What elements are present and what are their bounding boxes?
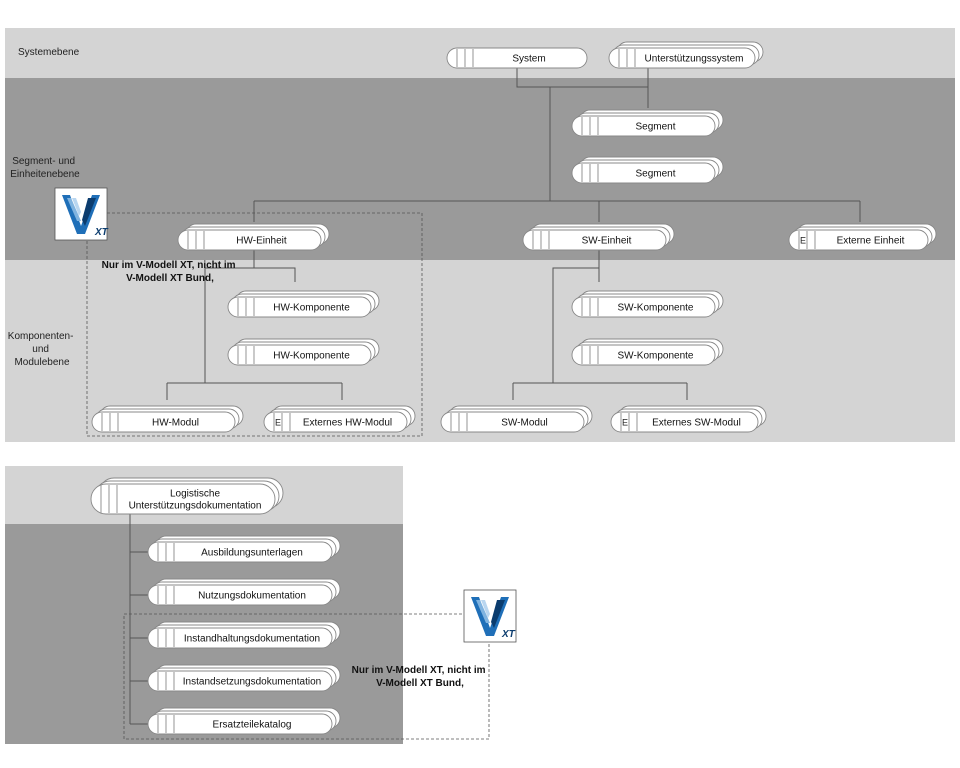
node-body [788,229,929,251]
top-diagram: Systemebene Segment- und Einheitenebene … [5,28,955,442]
xt-only-region-bottom [123,613,490,740]
level-label-segment: Segment- und Einheitenebene [10,156,80,180]
node-hw-unit[interactable]: HW-Einheit [177,223,330,251]
node-body [440,411,585,433]
node-body [522,229,667,251]
node-label: Ausbildungsunterlagen [201,548,303,559]
node-external-hw-module[interactable]: E Externes HW-Modul [263,405,416,433]
node-label: Segment [635,169,675,180]
xt-only-region-top [86,212,423,437]
xt-logo-label-bottom: XT [501,629,516,640]
node-body [91,411,236,433]
node-hw-component-1[interactable]: HW-Komponente [227,290,380,318]
node-label: Unterstützungsdokumentation [129,501,262,512]
node-label: Externes SW-Modul [652,418,741,429]
node-usage-documentation[interactable]: Nutzungsdokumentation [147,578,341,606]
node-label: Nutzungsdokumentation [198,591,306,602]
node-maintenance-documentation[interactable]: Instandhaltungsdokumentation [147,621,341,649]
external-marker: E [800,236,806,246]
node-body [90,483,276,515]
node-support-system[interactable]: Unterstützungssystem [608,41,764,69]
node-label: SW-Komponente [618,303,694,314]
xt-logo-label: XT [94,227,109,238]
node-label: Instandhaltungsdokumentation [184,634,320,645]
node-external-sw-module[interactable]: E Externes SW-Modul [610,405,767,433]
node-hw-component-2[interactable]: HW-Komponente [227,338,380,366]
node-body [571,344,716,366]
external-marker: E [622,418,628,428]
node-label: Segment [635,122,675,133]
node-body [147,627,333,649]
node-label: Externes HW-Modul [303,418,392,429]
node-label: Externe Einheit [837,236,905,247]
node-body [227,296,372,318]
node-label: HW-Einheit [236,236,287,247]
node-sw-module[interactable]: SW-Modul [440,405,593,433]
node-body [147,584,333,606]
level-label-system: Systemebene [18,47,80,58]
node-external-unit[interactable]: E Externe Einheit [788,223,937,251]
node-label: HW-Komponente [273,351,350,362]
node-body [177,229,322,251]
node-label: Unterstützungssystem [645,54,744,65]
node-body [571,115,716,137]
connector-lines-bottom [129,513,148,725]
node-body [608,47,756,69]
node-sw-unit[interactable]: SW-Einheit [522,223,675,251]
node-segment-2[interactable]: Segment [571,156,724,184]
node-body [446,47,588,69]
level-label-component: Komponenten- und Modulebene [8,331,76,368]
node-repair-documentation[interactable]: Instandsetzungsdokumentation [147,664,341,692]
node-label: HW-Modul [152,418,199,429]
xt-only-note-bottom: Nur im V-Modell XT, nicht im V-Modell XT… [352,665,489,689]
node-label: SW-Modul [501,418,548,429]
node-body [571,162,716,184]
node-label: HW-Komponente [273,303,350,314]
node-body [147,713,333,735]
node-system[interactable]: System [446,47,588,69]
node-label: SW-Einheit [582,236,632,247]
node-sw-component-1[interactable]: SW-Komponente [571,290,724,318]
node-body [263,411,408,433]
node-body [610,411,759,433]
node-body [147,670,333,692]
connector-lines [166,68,861,400]
node-sw-component-2[interactable]: SW-Komponente [571,338,724,366]
node-label: Instandsetzungsdokumentation [183,677,321,688]
node-label: Logistische [170,489,220,500]
external-marker: E [275,418,281,428]
node-body [227,344,372,366]
node-label: Ersatzteilekatalog [213,720,292,731]
node-training-material[interactable]: Ausbildungsunterlagen [147,535,341,563]
node-label: SW-Komponente [618,351,694,362]
bottom-diagram: XT Nur im V-Modell XT, nicht im V-Modell… [5,466,517,744]
node-body [571,296,716,318]
node-hw-module[interactable]: HW-Modul [91,405,244,433]
node-spare-parts-catalog[interactable]: Ersatzteilekatalog [147,707,341,735]
node-body [147,541,333,563]
node-segment-1[interactable]: Segment [571,109,724,137]
node-label: System [512,54,545,65]
xt-only-note-top: Nur im V-Modell XT, nicht im V-Modell XT… [102,260,239,284]
